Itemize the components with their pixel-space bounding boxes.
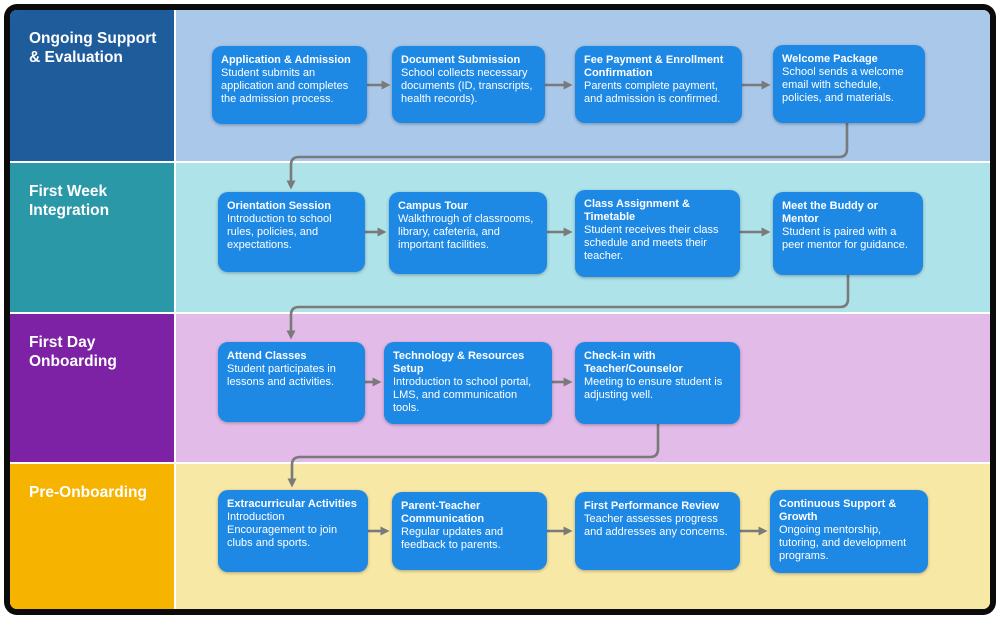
step-application-admission: Application & Admission Student submits … <box>212 46 367 124</box>
step-body: Teacher assesses progress and addresses … <box>584 513 728 538</box>
lane-label-ongoing-support: Ongoing Support & Evaluation <box>10 10 174 161</box>
step-title: Parent-Teacher Communication <box>401 500 485 525</box>
step-title: First Performance Review <box>584 500 720 512</box>
step-fee-payment: Fee Payment & Enrollment Confirmation Pa… <box>575 46 742 123</box>
step-title: Campus Tour <box>398 200 469 212</box>
step-orientation-session: Orientation Session Introduction to scho… <box>218 192 365 272</box>
lane-label-first-day: First Day Onboarding <box>10 314 174 462</box>
step-document-submission: Document Submission School collects nece… <box>392 46 545 123</box>
step-body: School sends a welcome email with schedu… <box>782 66 904 104</box>
step-body: Student participates in lessons and acti… <box>227 363 336 388</box>
step-parent-teacher: Parent-Teacher Communication Regular upd… <box>392 492 547 570</box>
step-title: Extracurricular Activities <box>227 498 357 510</box>
lane-label-pre-onboarding: Pre-Onboarding <box>10 464 174 609</box>
step-checkin-teacher: Check-in with Teacher/Counselor Meeting … <box>575 342 740 424</box>
step-welcome-package: Welcome Package School sends a welcome e… <box>773 45 925 123</box>
step-body: Walkthrough of classrooms, library, cafe… <box>398 213 534 251</box>
step-body: Meeting to ensure student is adjusting w… <box>584 376 723 401</box>
step-body: Student is paired with a peer mentor for… <box>782 226 908 251</box>
step-body: Introduction to school portal, LMS, and … <box>393 376 532 414</box>
swimlane-diagram: Ongoing Support & Evaluation First Week … <box>10 10 990 609</box>
step-title: Application & Admission <box>221 54 351 66</box>
step-title: Technology & Resources Setup <box>393 350 525 375</box>
step-body: Ongoing mentorship, tutoring, and develo… <box>779 524 907 562</box>
step-extracurricular: Extracurricular Activities Introduction … <box>218 490 368 572</box>
step-title: Attend Classes <box>227 350 307 362</box>
diagram-frame: Ongoing Support & Evaluation First Week … <box>4 4 996 615</box>
step-technology-setup: Technology & Resources Setup Introductio… <box>384 342 552 424</box>
step-title: Class Assignment & Timetable <box>584 198 690 223</box>
step-title: Continuous Support & Growth <box>779 498 897 523</box>
step-meet-buddy-mentor: Meet the Buddy or Mentor Student is pair… <box>773 192 923 275</box>
step-body: Student submits an application and compl… <box>221 67 349 105</box>
step-attend-classes: Attend Classes Student participates in l… <box>218 342 365 422</box>
step-body: Student receives their class schedule an… <box>584 224 719 262</box>
step-body: Introduction Encouragement to join clubs… <box>227 511 338 549</box>
step-body: Regular updates and feedback to parents. <box>401 526 504 551</box>
step-class-assignment: Class Assignment & Timetable Student rec… <box>575 190 740 277</box>
step-title: Document Submission <box>401 54 521 66</box>
step-title: Welcome Package <box>782 53 878 65</box>
step-title: Fee Payment & Enrollment Confirmation <box>584 54 724 79</box>
step-body: Introduction to school rules, policies, … <box>227 213 332 251</box>
step-title: Check-in with Teacher/Counselor <box>584 350 683 375</box>
step-campus-tour: Campus Tour Walkthrough of classrooms, l… <box>389 192 547 274</box>
step-body: Parents complete payment, and admission … <box>584 80 721 105</box>
step-title: Meet the Buddy or Mentor <box>782 200 878 225</box>
step-title: Orientation Session <box>227 200 331 212</box>
lane-label-first-week: First Week Integration <box>10 163 174 312</box>
step-continuous-support: Continuous Support & Growth Ongoing ment… <box>770 490 928 573</box>
step-body: School collects necessary documents (ID,… <box>401 67 533 105</box>
step-performance-review: First Performance Review Teacher assesse… <box>575 492 740 570</box>
